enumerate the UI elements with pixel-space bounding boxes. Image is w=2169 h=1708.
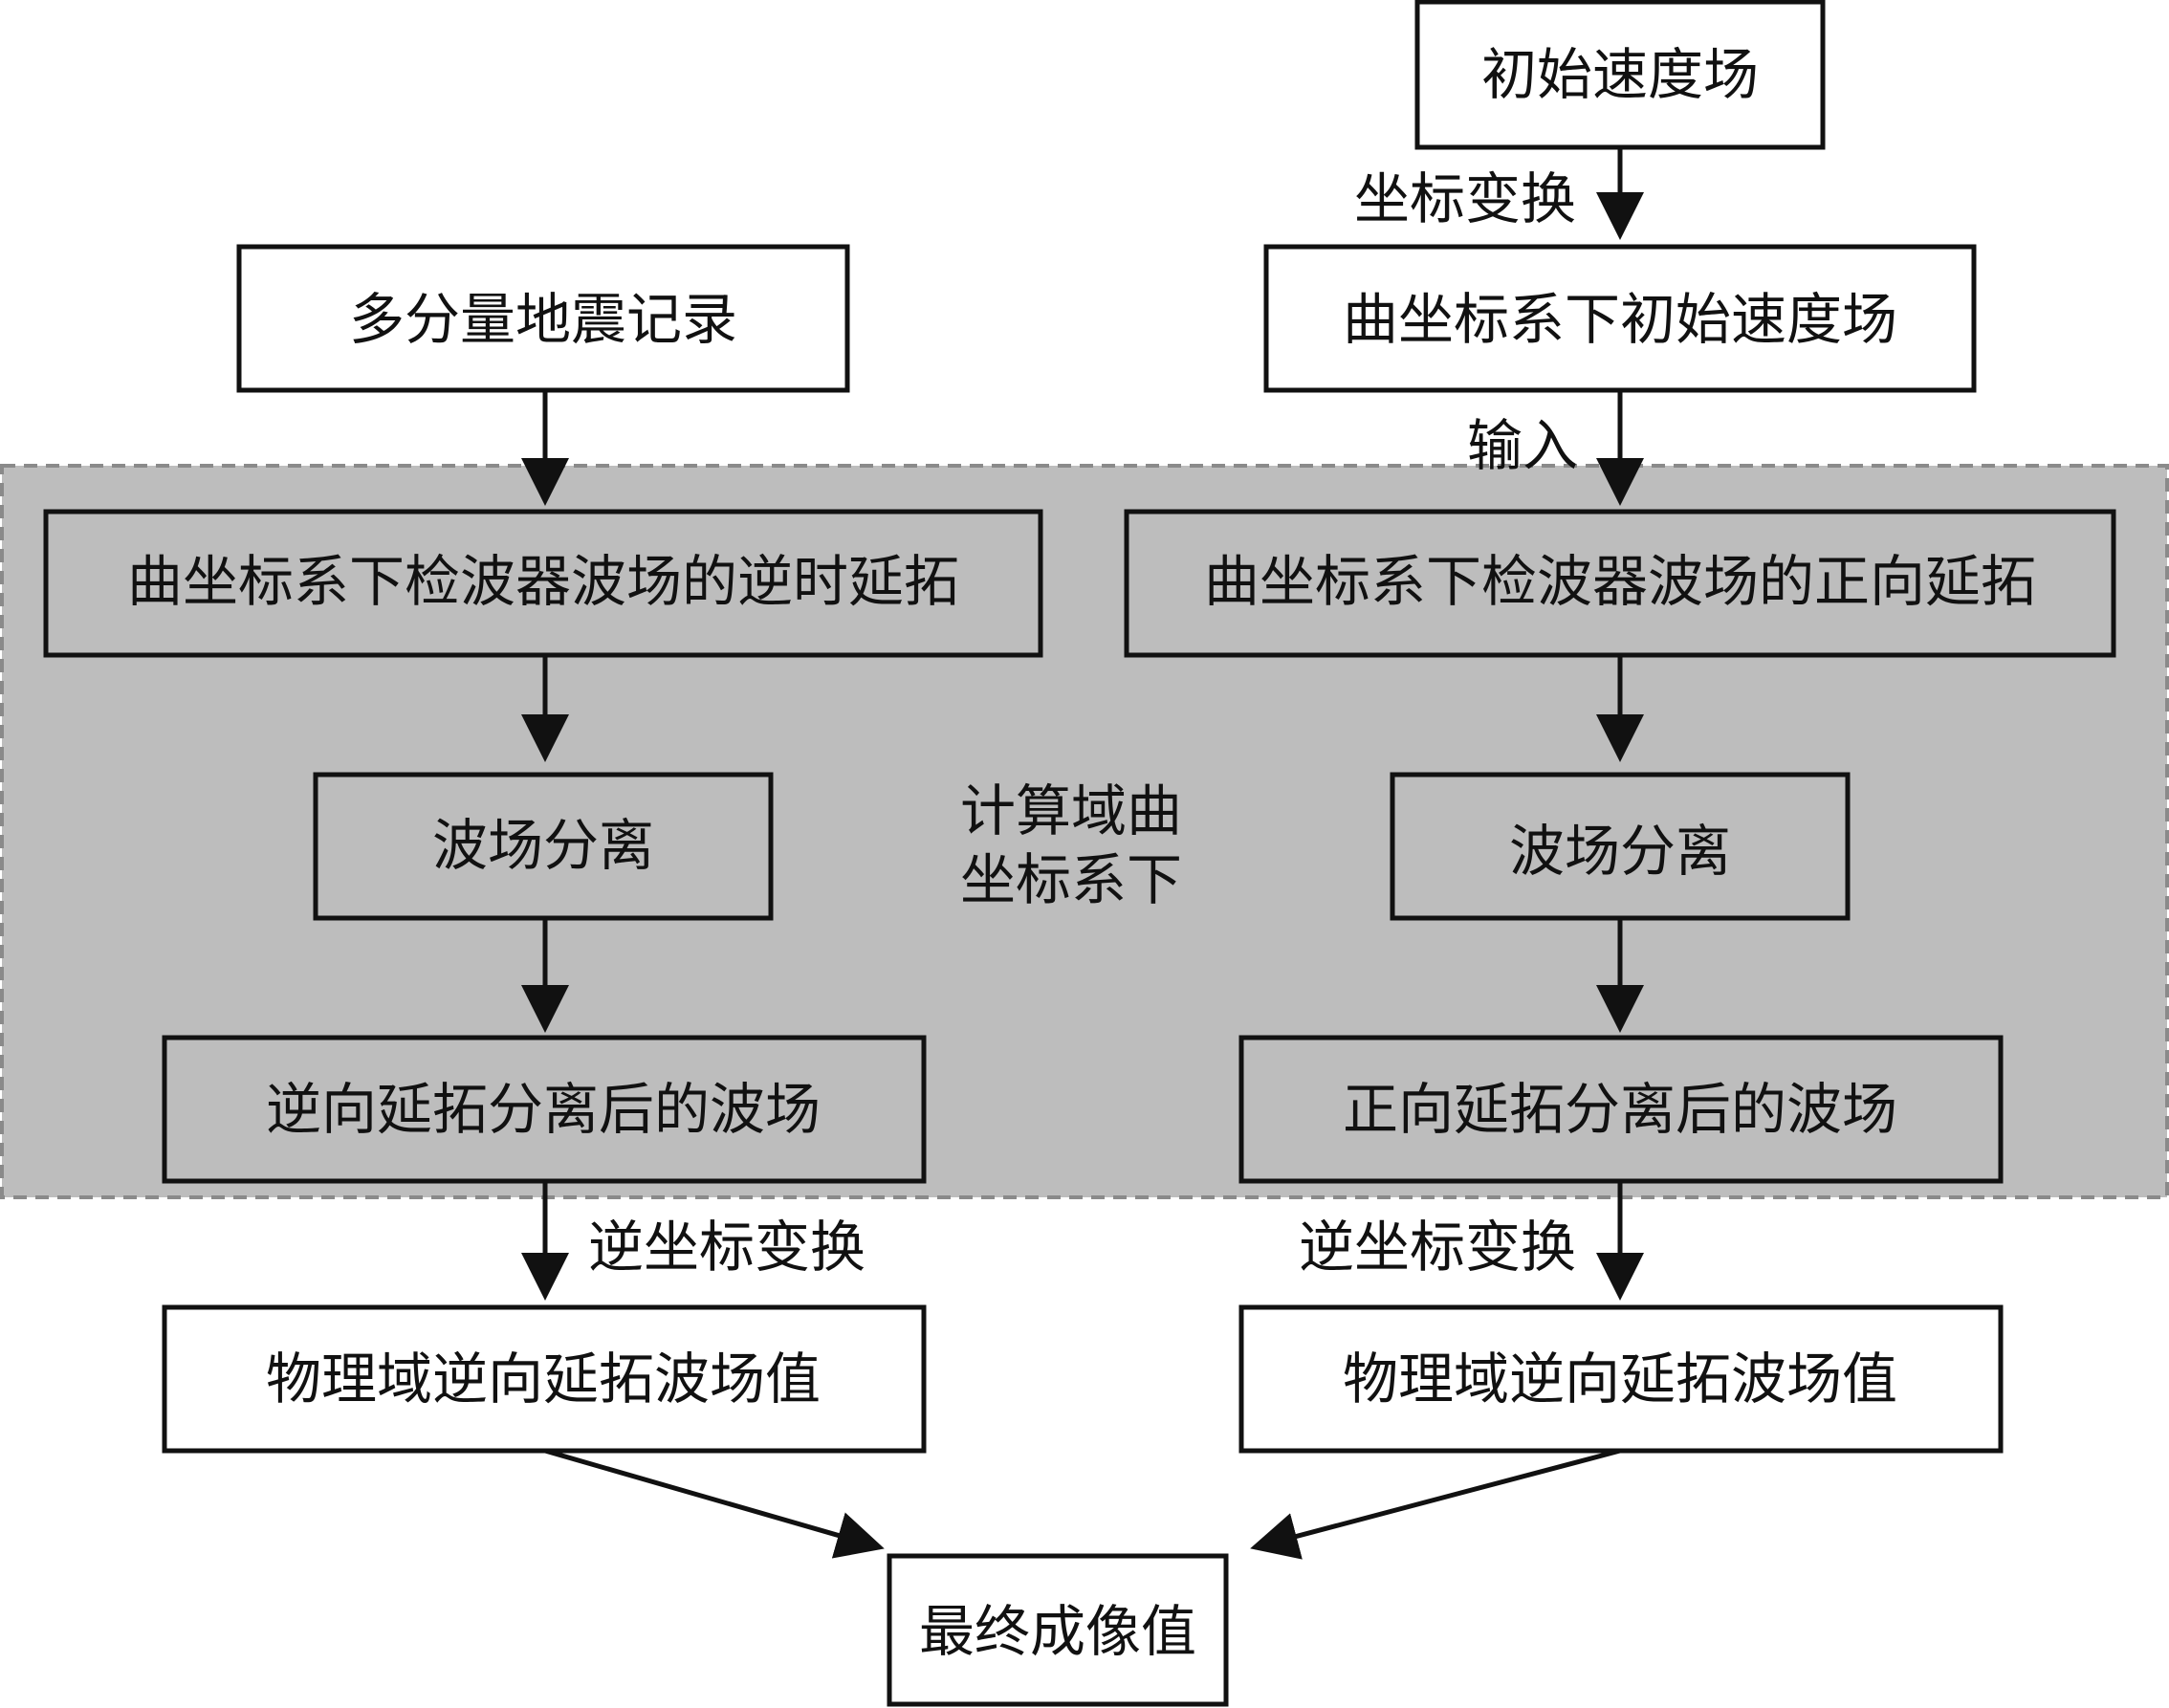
node-right-separated-wave-label: 正向延拓分离后的波场 bbox=[1343, 1077, 1897, 1142]
arrow-right-phys-to-final bbox=[1250, 1448, 1621, 1560]
node-init-velocity-label: 初始速度场 bbox=[1481, 42, 1759, 107]
node-left-physical-label: 物理域逆向延拓波场值 bbox=[266, 1347, 821, 1412]
node-init-velocity: 初始速度场 bbox=[1414, 0, 1826, 150]
node-left-physical: 物理域逆向延拓波场值 bbox=[162, 1304, 927, 1454]
node-left-separation-label: 波场分离 bbox=[432, 813, 654, 878]
edge-label-input: 输入 bbox=[1467, 413, 1578, 478]
node-right-extrap: 曲坐标系下检波器波场的正向延拓 bbox=[1124, 509, 2116, 658]
node-left-separated-wave: 逆向延拓分离后的波场 bbox=[162, 1035, 927, 1184]
node-final-image: 最终成像值 bbox=[887, 1553, 1229, 1707]
node-left-extrap: 曲坐标系下检波器波场的逆时延拓 bbox=[43, 509, 1043, 658]
node-seismic-record-label: 多分量地震记录 bbox=[349, 287, 737, 352]
node-right-separation: 波场分离 bbox=[1390, 772, 1851, 921]
node-right-physical-label: 物理域逆向延拓波场值 bbox=[1343, 1347, 1897, 1412]
node-right-extrap-label: 曲坐标系下检波器波场的正向延拓 bbox=[1204, 549, 2036, 614]
node-left-separated-wave-label: 逆向延拓分离后的波场 bbox=[266, 1077, 821, 1142]
node-curv-velocity: 曲坐标系下初始速度场 bbox=[1263, 244, 1977, 393]
edge-label-right-inverse: 逆坐标变换 bbox=[1299, 1215, 1576, 1280]
node-right-separated-wave: 正向延拓分离后的波场 bbox=[1238, 1035, 2004, 1184]
region-label-line-1: 计算域曲 bbox=[960, 778, 1182, 843]
region-label-line-2: 坐标系下 bbox=[960, 847, 1182, 912]
node-final-image-label: 最终成像值 bbox=[919, 1599, 1196, 1664]
node-curv-velocity-label: 曲坐标系下初始速度场 bbox=[1343, 287, 1897, 352]
connectors bbox=[521, 147, 1644, 1560]
node-right-separation-label: 波场分离 bbox=[1509, 819, 1731, 884]
edge-label-coord-transform: 坐标变换 bbox=[1354, 166, 1576, 231]
node-seismic-record: 多分量地震记录 bbox=[236, 244, 850, 393]
node-left-separation: 波场分离 bbox=[313, 772, 774, 921]
node-right-physical: 物理域逆向延拓波场值 bbox=[1238, 1304, 2004, 1454]
arrow-left-phys-to-final bbox=[544, 1448, 885, 1559]
edge-label-left-inverse: 逆坐标变换 bbox=[588, 1215, 865, 1280]
node-left-extrap-label: 曲坐标系下检波器波场的逆时延拓 bbox=[127, 549, 959, 614]
